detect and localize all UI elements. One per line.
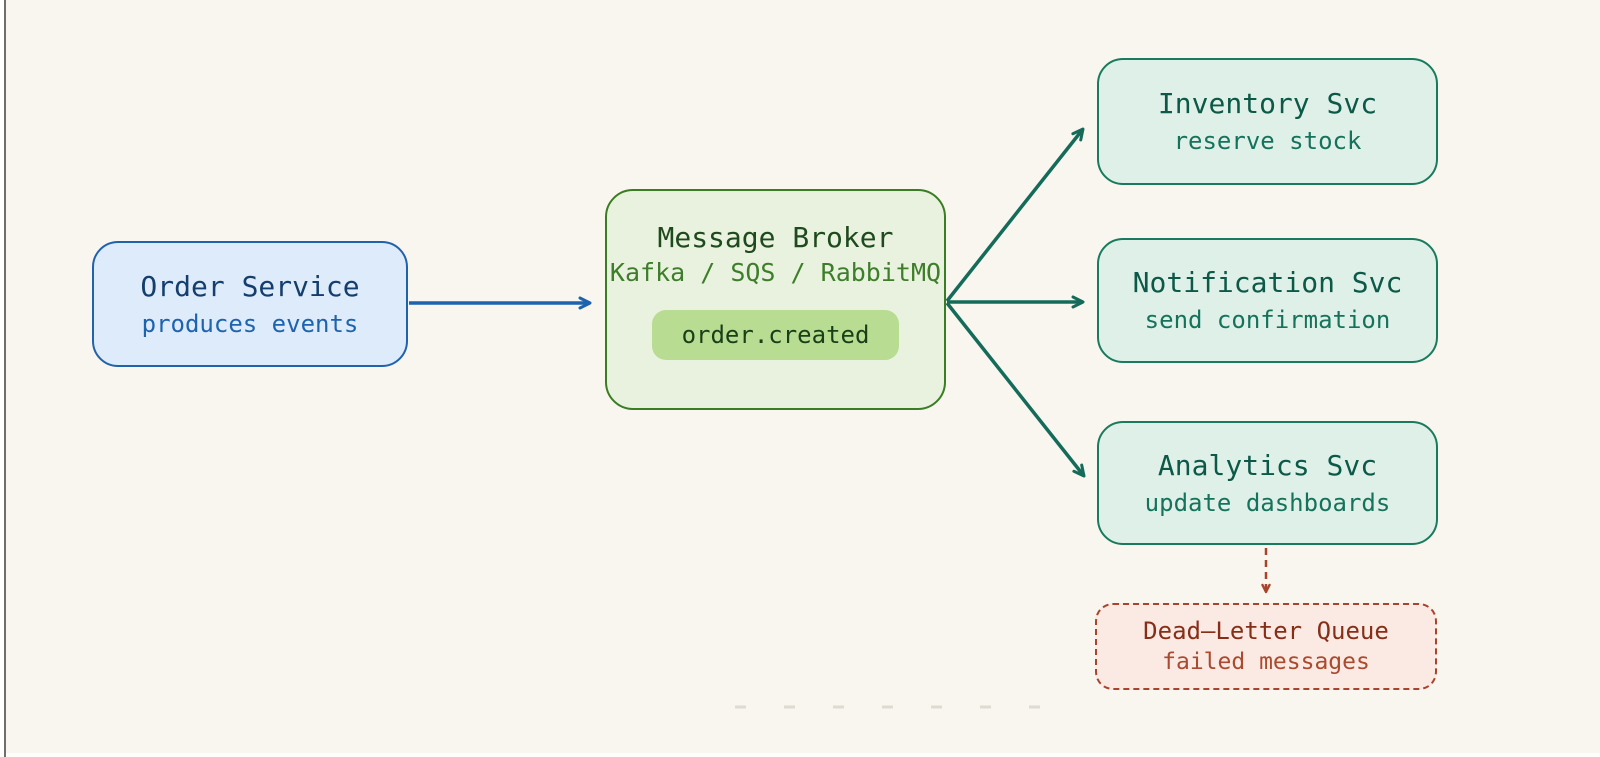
node-subtitle: update dashboards bbox=[1144, 488, 1391, 517]
node-notification-svc: Notification Svc send confirmation bbox=[1097, 238, 1438, 363]
node-title: Notification Svc bbox=[1132, 266, 1403, 299]
node-title: Analytics Svc bbox=[1157, 448, 1378, 482]
node-message-broker: Message Broker Kafka / SQS / RabbitMQ or… bbox=[605, 189, 946, 410]
node-title: Inventory Svc bbox=[1157, 87, 1378, 120]
node-subtitle: produces events bbox=[141, 309, 359, 338]
node-inventory-svc: Inventory Svc reserve stock bbox=[1097, 58, 1438, 185]
node-title: Dead–Letter Queue bbox=[1143, 617, 1389, 645]
node-order-service: Order Service produces events bbox=[92, 241, 408, 367]
node-title: Message Broker bbox=[657, 221, 894, 254]
node-subtitle: reserve stock bbox=[1173, 127, 1362, 155]
event-badge: order.created bbox=[651, 310, 900, 360]
window-edge-line bbox=[4, 0, 6, 757]
node-title: Order Service bbox=[140, 269, 360, 303]
node-dead-letter-queue: Dead–Letter Queue failed messages bbox=[1095, 603, 1437, 690]
node-analytics-svc: Analytics Svc update dashboards bbox=[1097, 421, 1438, 545]
node-subtitle: send confirmation bbox=[1144, 306, 1391, 334]
page-bottom-margin bbox=[6, 753, 1600, 757]
node-subtitle: failed messages bbox=[1162, 649, 1370, 675]
node-subtitle: Kafka / SQS / RabbitMQ bbox=[609, 258, 942, 287]
